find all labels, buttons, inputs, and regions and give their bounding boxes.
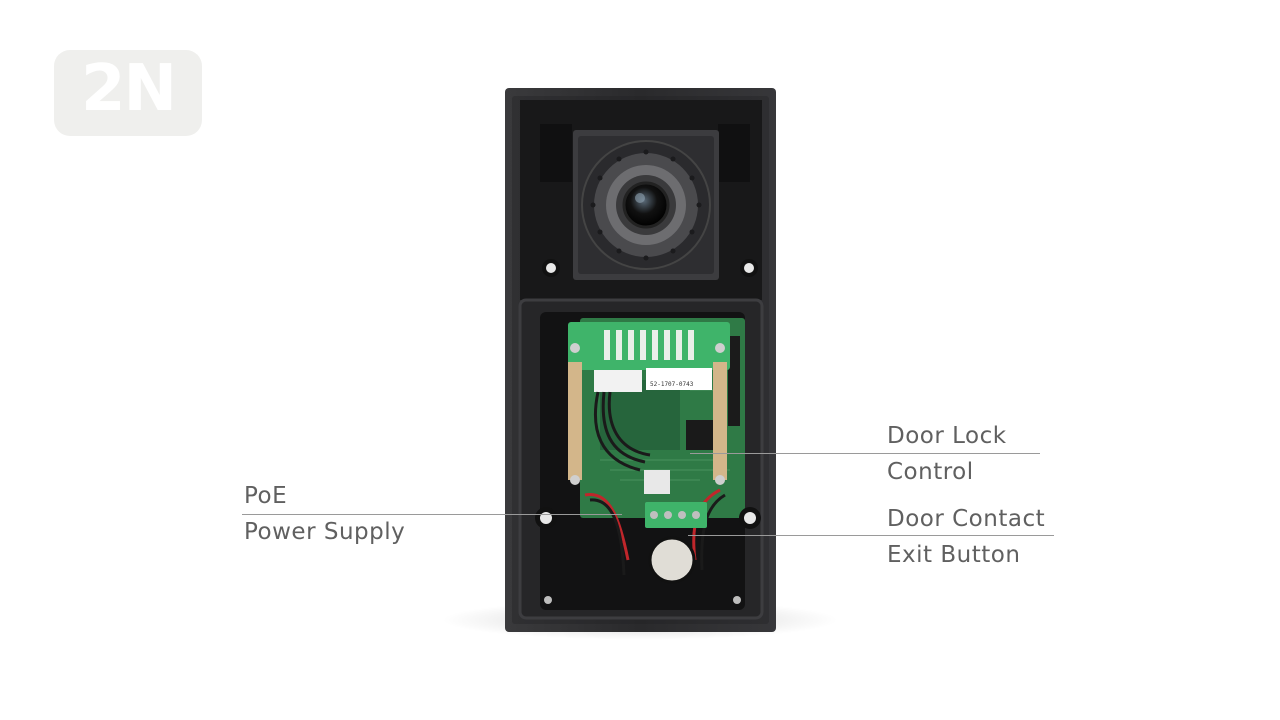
brand-logo-text: 2N (80, 52, 177, 126)
callout-poe-line2: Power Supply (244, 519, 406, 545)
pcb-serial-label: 52-1707-0743 (650, 381, 694, 388)
leader-line-door-lock (690, 453, 1040, 454)
leader-line-door-contact (688, 535, 1054, 536)
callout-door-contact-line1: Door Contact (887, 506, 1046, 532)
callout-door-lock-line2: Control (887, 459, 974, 485)
exit-button-port (648, 536, 696, 584)
terminal-block (645, 502, 707, 528)
callout-poe-line1: PoE (244, 483, 288, 509)
callout-door-contact-line2: Exit Button (887, 542, 1021, 568)
brand-logo: 2N (54, 50, 202, 136)
camera-lens (622, 181, 670, 229)
leader-line-poe (242, 514, 622, 515)
connector-bracket (568, 322, 730, 370)
callout-door-lock-line1: Door Lock (887, 423, 1007, 449)
